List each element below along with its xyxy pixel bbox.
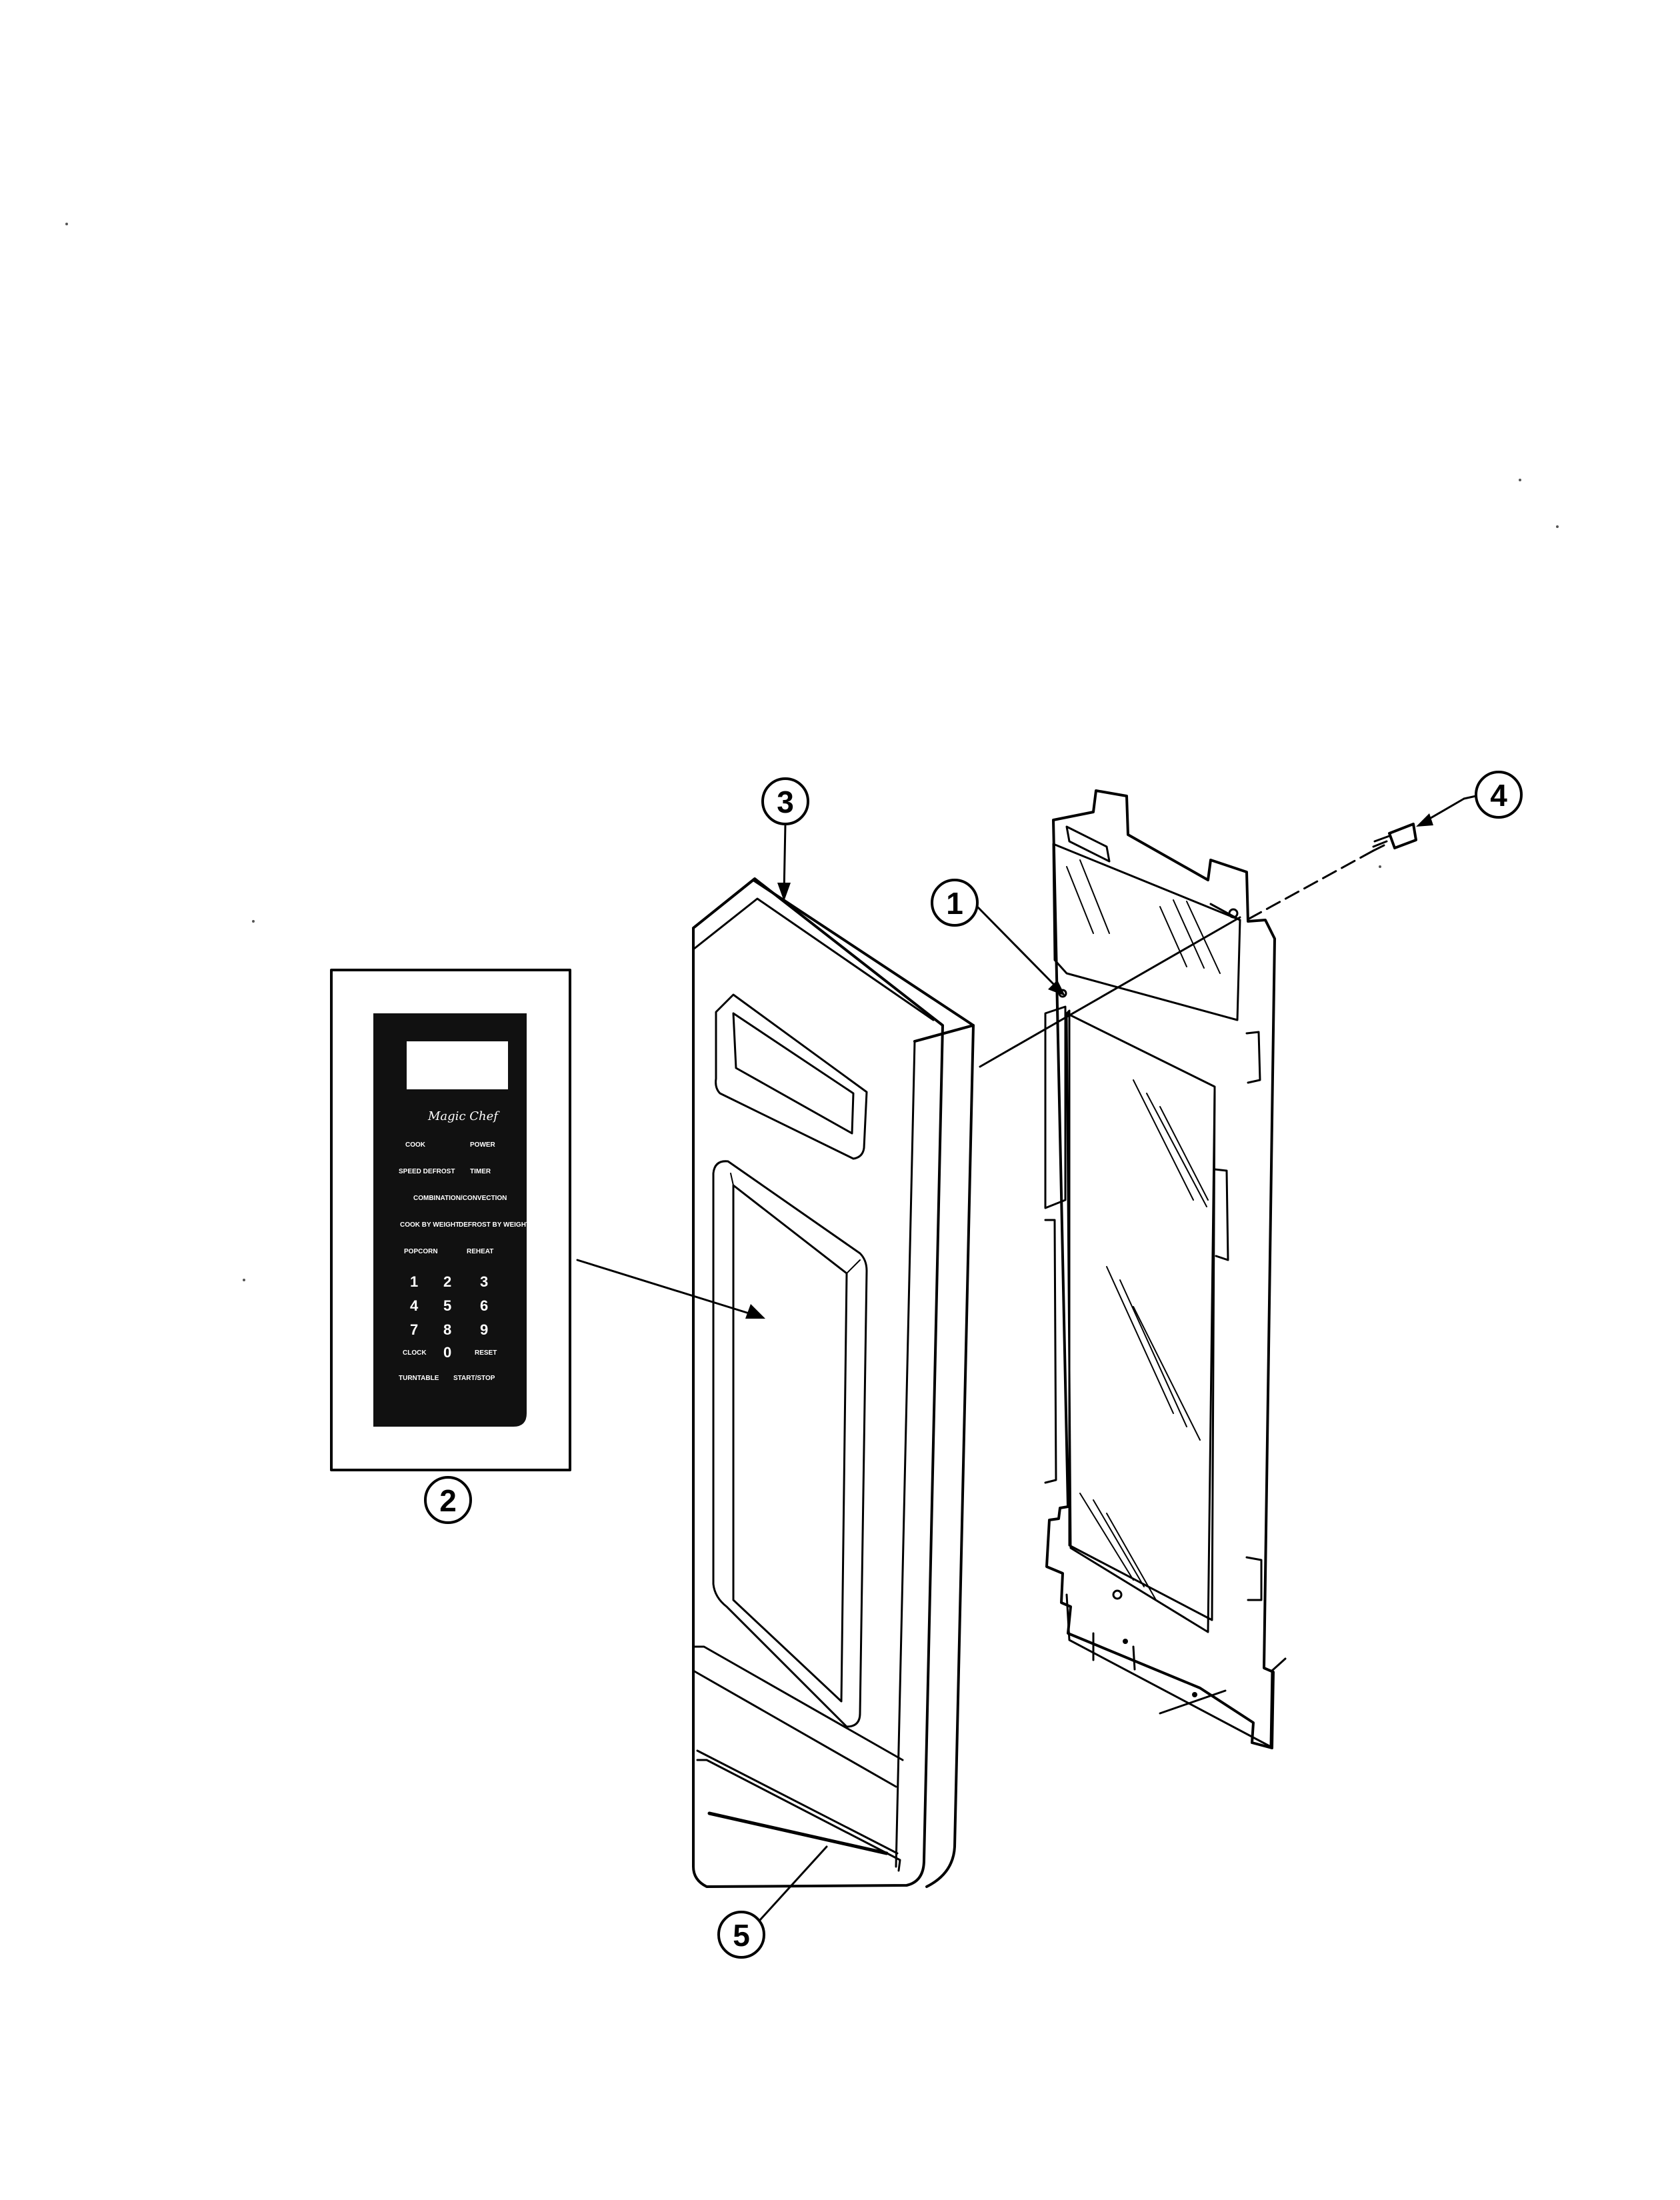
key-0[interactable]: 0 [443, 1344, 451, 1361]
key-7[interactable]: 7 [410, 1321, 418, 1338]
callout-4-label: 4 [1490, 778, 1507, 813]
callout-3: 3 [761, 777, 809, 901]
key-cook-by-weight[interactable]: COOK BY WEIGHT [400, 1221, 459, 1229]
key-cook[interactable]: COOK [405, 1141, 426, 1149]
callout-1-label: 1 [946, 886, 963, 921]
keypad-overlay: Magic Chef COOK POWER SPEED DEFROST TIME… [330, 969, 571, 1471]
key-speed-defrost[interactable]: SPEED DEFROST [399, 1168, 455, 1175]
key-timer[interactable]: TIMER [470, 1168, 491, 1175]
key-6[interactable]: 6 [480, 1297, 488, 1314]
key-popcorn[interactable]: POPCORN [404, 1248, 438, 1255]
screw [1245, 797, 1465, 921]
choke-glass-assembly [1044, 789, 1276, 1749]
door-frame [692, 877, 975, 1888]
key-defrost-by-weight[interactable]: DEFROST BY WEIGHT [459, 1221, 530, 1229]
callout-3-label: 3 [777, 785, 794, 819]
key-1[interactable]: 1 [410, 1273, 418, 1290]
keypad-panel [373, 1013, 527, 1427]
key-combination[interactable]: COMBINATION/CONVECTION [413, 1195, 507, 1202]
callout-5: 5 [717, 1845, 828, 1959]
scan-dots [65, 223, 1559, 1281]
key-reheat[interactable]: REHEAT [467, 1248, 493, 1255]
key-power[interactable]: POWER [470, 1141, 496, 1149]
key-5[interactable]: 5 [443, 1297, 451, 1314]
callout-2: 2 [424, 1476, 472, 1524]
key-8[interactable]: 8 [443, 1321, 451, 1338]
key-reset[interactable]: RESET [475, 1349, 497, 1357]
key-4[interactable]: 4 [410, 1297, 419, 1314]
key-start-stop[interactable]: START/STOP [453, 1375, 495, 1382]
callout-2-label: 2 [439, 1483, 457, 1518]
key-clock[interactable]: CLOCK [403, 1349, 427, 1357]
keypad-card [330, 969, 571, 1471]
key-9[interactable]: 9 [480, 1321, 488, 1338]
callout-1: 1 [931, 879, 1065, 996]
brand-logo: Magic Chef [427, 1109, 500, 1123]
key-3[interactable]: 3 [480, 1273, 488, 1290]
keypad-arrow [576, 1259, 765, 1319]
keypad-display [407, 1041, 508, 1089]
key-2[interactable]: 2 [443, 1273, 451, 1290]
key-turntable[interactable]: TURNTABLE [399, 1375, 439, 1382]
leader-lines [979, 916, 1287, 1715]
callout-4: 4 [1463, 771, 1523, 819]
callout-5-label: 5 [733, 1918, 750, 1953]
